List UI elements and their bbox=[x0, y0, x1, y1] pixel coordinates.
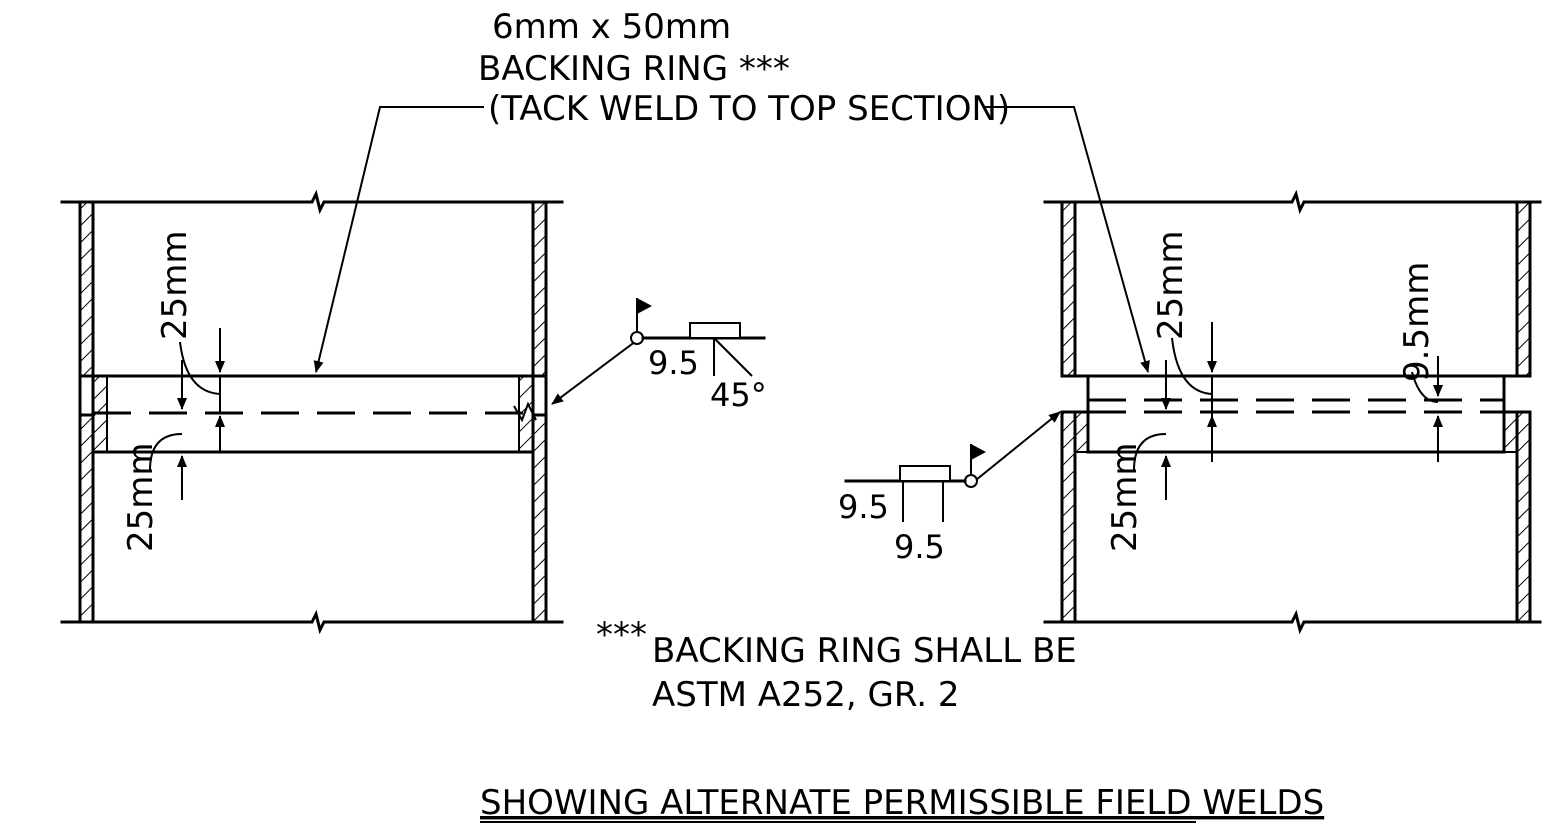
right-joint-ledge-right bbox=[1502, 374, 1532, 414]
drawing-title: SHOWING ALTERNATE PERMISSIBLE FIELD WELD… bbox=[480, 783, 1324, 823]
right-ring-section-right bbox=[1503, 411, 1518, 453]
callout-line-2: BACKING RING *** bbox=[478, 49, 790, 89]
callout-leader-left bbox=[313, 106, 484, 373]
left-upper-wall-right bbox=[531, 200, 548, 378]
left-dim-bottom-leader bbox=[149, 433, 183, 471]
right-dim-side-leader bbox=[1411, 371, 1439, 403]
right-field-flag-icon bbox=[971, 444, 986, 460]
right-dim-bottom-leader bbox=[1133, 433, 1167, 471]
right-weld-detail: 25mm 25mm 9.5mm 9.5 9.5 bbox=[838, 189, 1542, 635]
right-weld-all-around-icon bbox=[964, 474, 978, 488]
right-weld-size-b-label: 9.5 bbox=[894, 528, 945, 566]
left-backing-symbol-icon bbox=[689, 322, 741, 339]
right-lower-wall-right bbox=[1515, 410, 1532, 624]
note-line-2: ASTM A252, GR. 2 bbox=[652, 675, 960, 715]
right-weld-size-a-label: 9.5 bbox=[838, 488, 889, 526]
callout-line-3: (TACK WELD TO TOP SECTION) bbox=[488, 89, 1010, 129]
right-bottom-break-line bbox=[1043, 609, 1542, 635]
callout-leader-right bbox=[983, 106, 1150, 373]
right-joint-ledge-left bbox=[1060, 374, 1090, 414]
right-dim-bottom-label: 25mm bbox=[1105, 442, 1145, 552]
left-weld-all-around-icon bbox=[630, 331, 644, 345]
right-top-break-line bbox=[1043, 189, 1542, 215]
right-backing-symbol-icon bbox=[899, 465, 951, 482]
left-dim-top-leader bbox=[179, 341, 221, 395]
callout-line-1: 6mm x 50mm bbox=[492, 7, 731, 47]
note-marker: *** bbox=[596, 615, 647, 655]
material-note: *** BACKING RING SHALL BE ASTM A252, GR.… bbox=[596, 615, 1077, 715]
left-weld-size-label: 9.5 bbox=[648, 344, 699, 382]
right-dim-top-leader bbox=[1171, 337, 1213, 395]
right-ring-section-left bbox=[1074, 411, 1089, 453]
right-upper-wall-left bbox=[1060, 200, 1077, 378]
right-upper-wall-right bbox=[1515, 200, 1532, 378]
right-lower-wall-left bbox=[1060, 410, 1077, 624]
right-weld-arrow bbox=[975, 411, 1061, 481]
left-weld-arrow bbox=[551, 337, 641, 405]
right-dim-top-label: 25mm bbox=[1151, 230, 1191, 340]
left-bevel-symbol-diagonal bbox=[713, 337, 753, 377]
left-top-break-line bbox=[60, 189, 564, 215]
right-backing-ring bbox=[1086, 374, 1506, 454]
backing-ring-callout: 6mm x 50mm BACKING RING *** (TACK WELD T… bbox=[313, 7, 1150, 373]
left-lower-wall-left bbox=[78, 413, 95, 624]
left-upper-wall-left bbox=[78, 200, 95, 378]
right-dim-side-label: 9.5mm bbox=[1397, 262, 1437, 382]
note-line-1: BACKING RING SHALL BE bbox=[652, 631, 1077, 671]
left-weld-detail: 25mm 25mm 9.5 45° bbox=[60, 189, 767, 635]
left-dim-bottom-label: 25mm bbox=[121, 442, 161, 552]
left-dim-top-label: 25mm bbox=[155, 230, 195, 340]
left-weld-angle-label: 45° bbox=[710, 376, 767, 414]
left-field-flag-icon bbox=[637, 298, 652, 314]
left-bottom-break-line bbox=[60, 609, 564, 635]
left-weld-mark bbox=[513, 401, 537, 423]
left-lower-wall-right bbox=[531, 413, 548, 624]
